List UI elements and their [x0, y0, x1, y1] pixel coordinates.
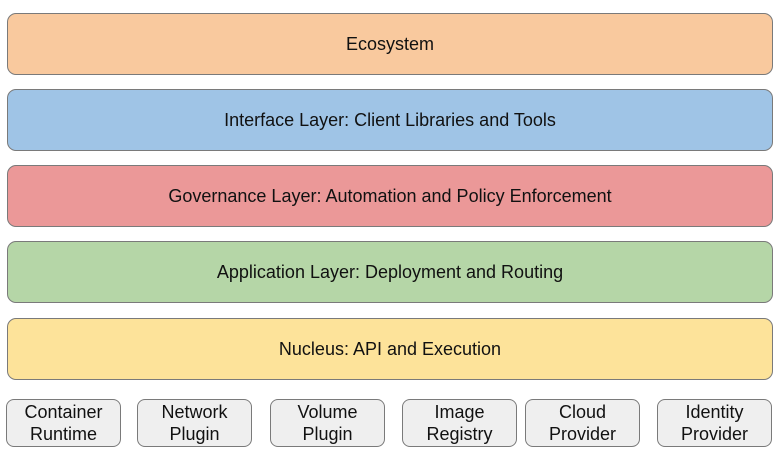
plugin-label-line1: Image [434, 402, 485, 422]
plugin-volume: Volume Plugin [270, 399, 385, 447]
layer-governance: Governance Layer: Automation and Policy … [7, 165, 773, 227]
plugin-network: Network Plugin [137, 399, 252, 447]
layer-interface: Interface Layer: Client Libraries and To… [7, 89, 773, 151]
plugin-label-line1: Volume [297, 402, 358, 422]
layer-ecosystem-label: Ecosystem [345, 33, 435, 54]
layer-governance-label: Governance Layer: Automation and Policy … [168, 185, 612, 206]
plugin-label-line1: Network [161, 402, 228, 422]
plugin-container-runtime: Container Runtime [6, 399, 121, 447]
layer-ecosystem: Ecosystem [7, 13, 773, 75]
plugin-label-line2: Registry [426, 424, 493, 444]
layer-nucleus: Nucleus: API and Execution [7, 318, 773, 380]
plugin-label-line2: Runtime [29, 424, 98, 444]
layer-application: Application Layer: Deployment and Routin… [7, 241, 773, 303]
layer-application-label: Application Layer: Deployment and Routin… [216, 261, 564, 282]
plugin-label-line2: Provider [680, 424, 749, 444]
plugin-label-line2: Provider [548, 424, 617, 444]
plugin-image-registry: Image Registry [402, 399, 517, 447]
plugin-label-line1: Identity [685, 402, 744, 422]
plugin-cloud-provider: Cloud Provider [525, 399, 640, 447]
layer-interface-label: Interface Layer: Client Libraries and To… [224, 109, 556, 130]
plugin-label-line2: Plugin [302, 424, 353, 444]
plugin-label-line1: Container [24, 402, 103, 422]
plugin-label-line2: Plugin [169, 424, 220, 444]
plugin-label-line1: Cloud [558, 402, 607, 422]
plugin-row: Container Runtime Network Plugin Volume … [6, 399, 774, 447]
layer-nucleus-label: Nucleus: API and Execution [278, 338, 502, 359]
plugin-identity-provider: Identity Provider [657, 399, 772, 447]
